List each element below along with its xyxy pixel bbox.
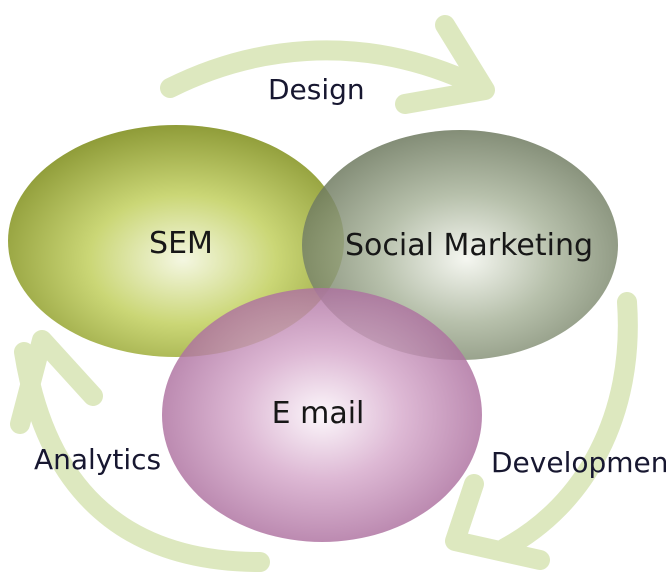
social-marketing-label: Social Marketing bbox=[345, 228, 593, 263]
cycle-arrows bbox=[10, 15, 638, 572]
development-label: Development bbox=[491, 446, 666, 479]
sem-label: SEM bbox=[149, 226, 213, 261]
analytics-label: Analytics bbox=[34, 443, 161, 476]
analytics-arrow bbox=[10, 330, 270, 572]
email-label: E mail bbox=[272, 396, 365, 431]
development-arrow bbox=[445, 292, 638, 570]
design-label: Design bbox=[268, 73, 365, 106]
design-arrow bbox=[160, 15, 495, 114]
email-circle bbox=[162, 288, 482, 542]
venn-circles bbox=[8, 125, 618, 542]
